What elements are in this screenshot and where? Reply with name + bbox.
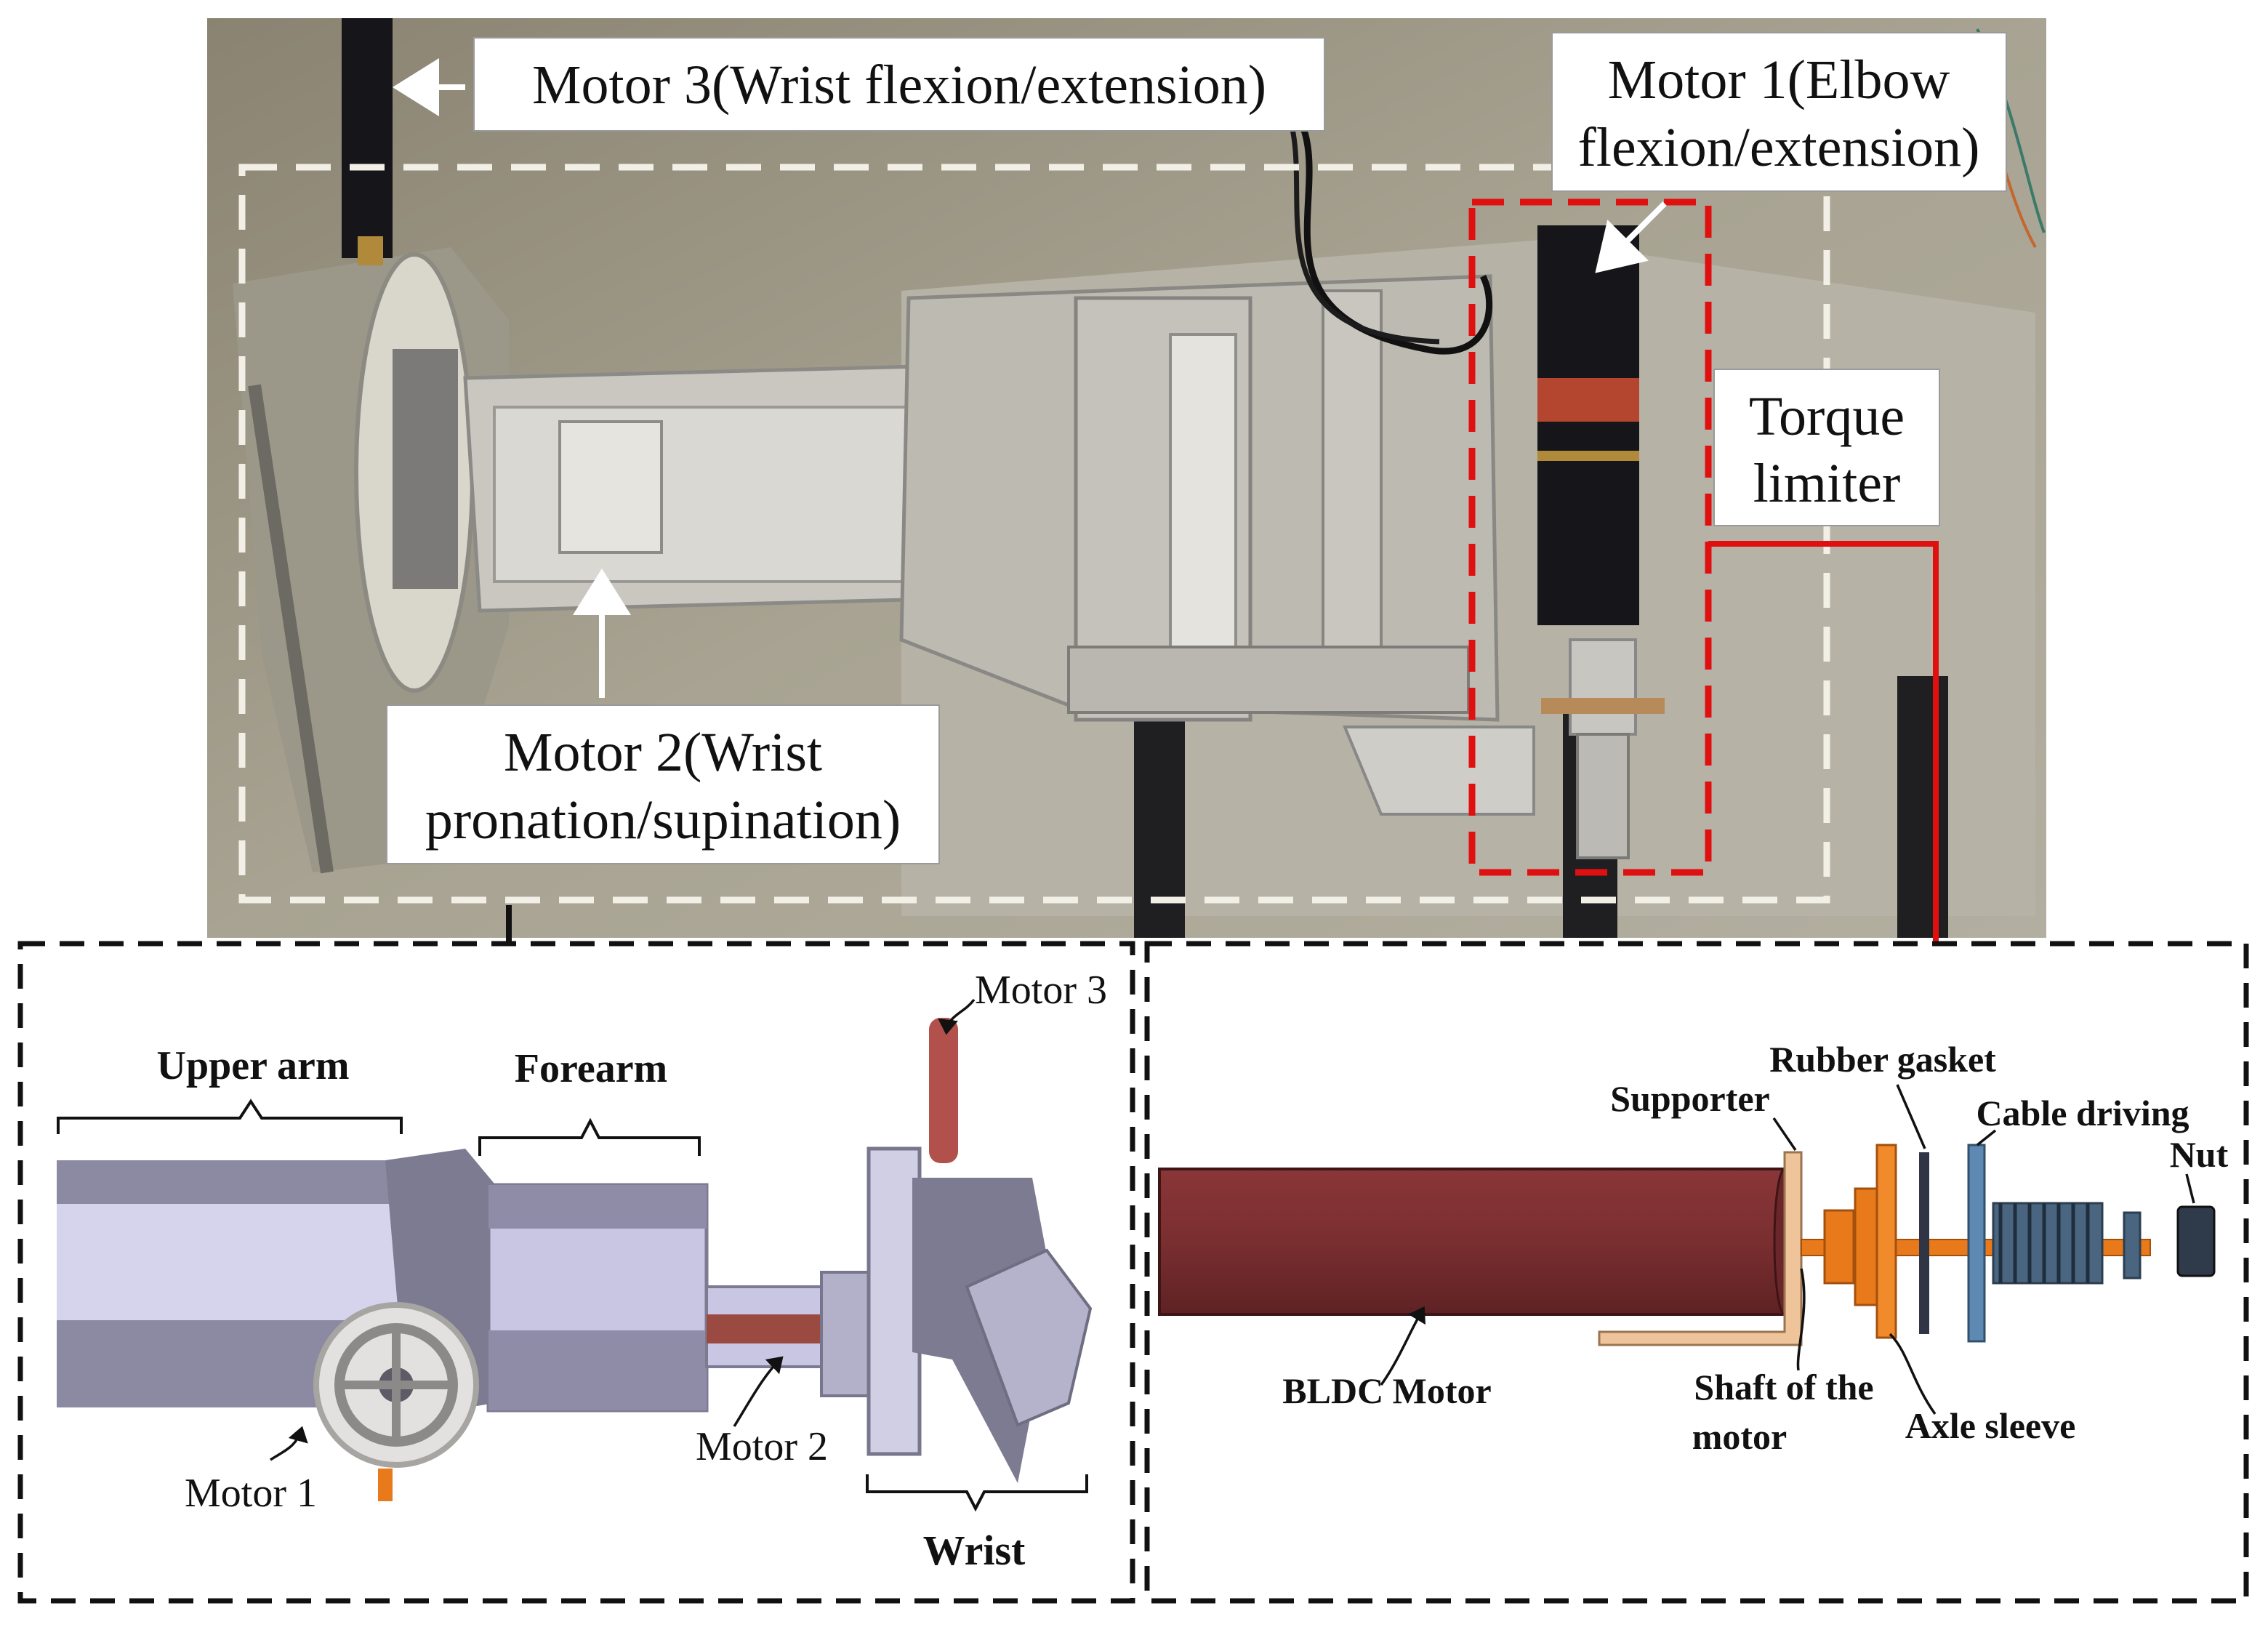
torque-gasket (1541, 698, 1665, 714)
cable (1277, 93, 1440, 345)
wrist-plate (393, 349, 458, 589)
torque-limiter-label-box: Torque limiter (1713, 369, 1940, 526)
rubber-gasket (1919, 1152, 1929, 1334)
wrist-label: Wrist (923, 1527, 1026, 1574)
pulley-arm (1343, 726, 1535, 816)
thread-lines (1998, 1203, 2090, 1283)
elbow-block (1169, 333, 1237, 648)
torque-limiter-outline (1468, 198, 1712, 876)
motor2-label-line1: Motor 2(Wrist (504, 722, 822, 783)
motor2-cad-label: Motor 2 (696, 1424, 828, 1469)
shaft-label-line2: motor (1692, 1416, 1788, 1457)
axle-sleeve-flange (1875, 1144, 1897, 1339)
upper-arm-label: Upper arm (157, 1043, 350, 1088)
washer (2123, 1211, 2142, 1279)
shaft-label-line1: Shaft of the (1694, 1367, 1873, 1407)
motor1-cad-label: Motor 1 (185, 1471, 317, 1516)
forearm-label: Forearm (515, 1046, 667, 1091)
supporter-label: Supporter (1610, 1078, 1769, 1119)
motor1-ring (1537, 451, 1639, 461)
wrist-ring-plate (866, 1146, 922, 1456)
motor1-arrow (1595, 201, 1667, 273)
motor1-label-box: Motor 1(Elbow flexion/extension) (1551, 32, 2007, 192)
motor2-label-box: Motor 2(Wrist pronation/supination) (386, 704, 940, 864)
motor1-body (1537, 225, 1639, 625)
motor2-label-line2: pronation/supination) (425, 790, 901, 851)
cable-driving-label: Cable driving (1976, 1093, 2189, 1133)
nut (2176, 1205, 2216, 1277)
cad-torque-drawing (1158, 1144, 2216, 1346)
torque-label-line1: Torque (1749, 386, 1905, 447)
forearm-bottom (488, 1330, 707, 1410)
motor3-cad (929, 1018, 958, 1163)
forearm-top (488, 1185, 707, 1229)
strap (1897, 676, 1948, 938)
motor3-rod (342, 18, 393, 258)
nut-label: Nut (2170, 1134, 2229, 1175)
motor3-label: Motor 3(Wrist flexion/extension) (532, 55, 1266, 116)
support-rod (248, 384, 334, 874)
motor3-cad-label: Motor 3 (975, 968, 1107, 1013)
motor3-label-box: Motor 3(Wrist flexion/extension) (473, 37, 1325, 132)
torque-leaders (1380, 1084, 2195, 1415)
forearm-brace (478, 1117, 701, 1156)
hand-rest (965, 1248, 1093, 1427)
upper-arm-top (57, 1160, 449, 1204)
cad-leaders (270, 998, 976, 1461)
bldc-motor-body (1158, 1168, 1786, 1316)
cad-arm-drawing (57, 1018, 1093, 1501)
upper-arm-brace (57, 1098, 403, 1134)
motor1-tip (378, 1469, 393, 1501)
device-outline (238, 164, 1830, 904)
axle-sleeve-part (1823, 1209, 1855, 1285)
axle-sleeve-label: Axle sleeve (1905, 1405, 2076, 1446)
lower-bar (1067, 646, 1470, 714)
torque-thread (1576, 733, 1630, 859)
torque-stack (1569, 638, 1637, 736)
braces (57, 1098, 1088, 1512)
motor1-label-line1: Motor 1(Elbow (1608, 49, 1950, 111)
wrist-brace (866, 1474, 1088, 1512)
elbow-shaft-plate (1322, 289, 1383, 699)
motor1-label-line2: flexion/extension) (1578, 117, 1980, 178)
motor1-wheel-rim (334, 1323, 458, 1447)
motor1-label (1537, 378, 1639, 422)
torque-label-line2: limiter (1753, 453, 1901, 514)
motor2-rod (707, 1314, 830, 1343)
motor2-plate (558, 420, 663, 554)
threaded-section (1992, 1202, 2104, 1285)
torque-limiter-connector (1708, 541, 1959, 987)
rubber-gasket-label: Rubber gasket (1769, 1039, 1996, 1080)
cable-driving-disk (1967, 1144, 1986, 1343)
supporter-bracket (1598, 1151, 1803, 1346)
motor3-coupler (358, 236, 383, 265)
bldc-motor-label: BLDC Motor (1282, 1370, 1491, 1411)
upper-arm-mid (57, 1204, 449, 1320)
